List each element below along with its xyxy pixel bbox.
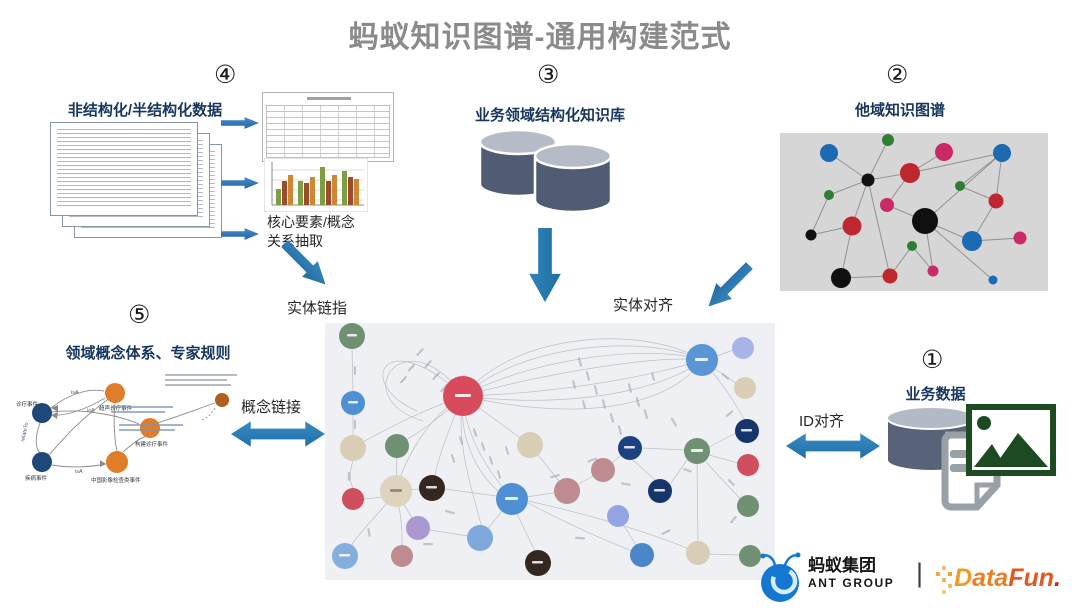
svg-text:relateTo: relateTo xyxy=(20,422,30,442)
svg-text:isA: isA xyxy=(71,390,79,396)
step2-number: ② xyxy=(886,60,909,89)
step1-title: 业务数据 xyxy=(905,386,966,403)
step3-title: 业务领域结构化知识库 xyxy=(474,107,625,124)
concept-linking-label: 概念链接 xyxy=(241,399,302,416)
concept-arrowheads xyxy=(51,405,106,467)
image-icon xyxy=(966,404,1056,476)
entity-linking-label: 实体链指 xyxy=(287,300,348,317)
concept-node-label: 构建诊疗事件 xyxy=(135,440,169,448)
step5-title: 领域概念体系、专家规则 xyxy=(65,345,231,362)
entity-alignment-label: 实体对齐 xyxy=(613,297,674,314)
arrow-double-horizontal-icon xyxy=(786,433,880,459)
concept-node-label: 诊疗事件 xyxy=(16,400,39,408)
datafun-logo: DataFun. xyxy=(936,558,1066,602)
document-stack-image xyxy=(50,122,222,244)
concept-node-label: 中国影像检查类事件 xyxy=(91,476,141,484)
datafun-wordmark: DataFun. xyxy=(954,564,1061,593)
datafun-letter: D xyxy=(954,564,973,592)
step2-title: 他域知识图谱 xyxy=(854,102,945,119)
other-domain-kg-image xyxy=(780,133,1048,291)
bar-chart-thumbnail-image xyxy=(264,158,368,212)
datafun-pixel-dot xyxy=(942,566,946,570)
ant-group-logo-icon xyxy=(760,552,801,602)
step4-number: ④ xyxy=(214,60,237,89)
node-micro-labels xyxy=(339,334,752,564)
datafun-pixel-dot xyxy=(942,578,946,582)
datafun-pixel-dot xyxy=(948,572,952,576)
central-edge-label-strokes xyxy=(347,348,737,546)
annotation-text-strokes xyxy=(111,374,237,431)
arrow-right-icon xyxy=(221,117,259,129)
extract-label-line1: 核心要素/概念 xyxy=(267,214,355,230)
datafun-dot: . xyxy=(1054,564,1061,592)
bar-group xyxy=(276,167,359,205)
step3-number: ③ xyxy=(537,60,560,89)
database-cylinders-icon xyxy=(478,128,613,214)
step4-title: 非结构化/半结构化数据 xyxy=(67,102,223,119)
step1-number: ① xyxy=(921,345,944,374)
arrow-right-icon xyxy=(221,177,259,189)
ant-group-en-label: ANT GROUP xyxy=(808,575,895,590)
table-thumbnail-image xyxy=(262,92,394,162)
ant-group-wordmark: 蚂蚁集团 ANT GROUP xyxy=(808,556,894,590)
arrow-right-icon xyxy=(221,228,259,240)
ant-group-cn-label: 蚂蚁集团 xyxy=(808,556,876,575)
kg-nodes xyxy=(805,134,1027,288)
arrow-down-icon xyxy=(529,228,561,302)
datafun-letters: ata xyxy=(972,564,1009,592)
concept-graph-image: 诊疗事件 疾病事件 超声诊疗事件 构建诊疗事件 中国影像检查类事件 isA is… xyxy=(16,374,237,484)
central-knowledge-graph-image xyxy=(325,323,775,580)
slide-title: 蚂蚁知识图谱-通用构建范式 xyxy=(348,21,732,54)
concept-node-label: 疾病事件 xyxy=(25,474,48,482)
datafun-letters: Fun xyxy=(1008,564,1055,592)
step5-number: ⑤ xyxy=(128,300,151,329)
concept-edges xyxy=(35,389,216,468)
id-alignment-label: ID对齐 xyxy=(799,413,845,430)
concept-nodes xyxy=(32,383,229,473)
extract-label-line2: 关系抽取 xyxy=(267,233,323,249)
concept-edge-labels: isA isA isA relateTo xyxy=(20,390,95,475)
datafun-pixel-dot xyxy=(942,590,946,594)
datafun-pixel-dot xyxy=(948,584,952,588)
document-page xyxy=(50,122,198,216)
footer-divider: | xyxy=(916,558,924,588)
extract-label: 核心要素/概念 关系抽取 xyxy=(267,213,355,251)
svg-text:isA: isA xyxy=(87,408,95,414)
datafun-pixel-dot xyxy=(936,572,940,576)
arrow-down-left-icon xyxy=(700,257,758,315)
business-data-graphic xyxy=(886,404,1056,511)
svg-text:isA: isA xyxy=(75,469,83,475)
